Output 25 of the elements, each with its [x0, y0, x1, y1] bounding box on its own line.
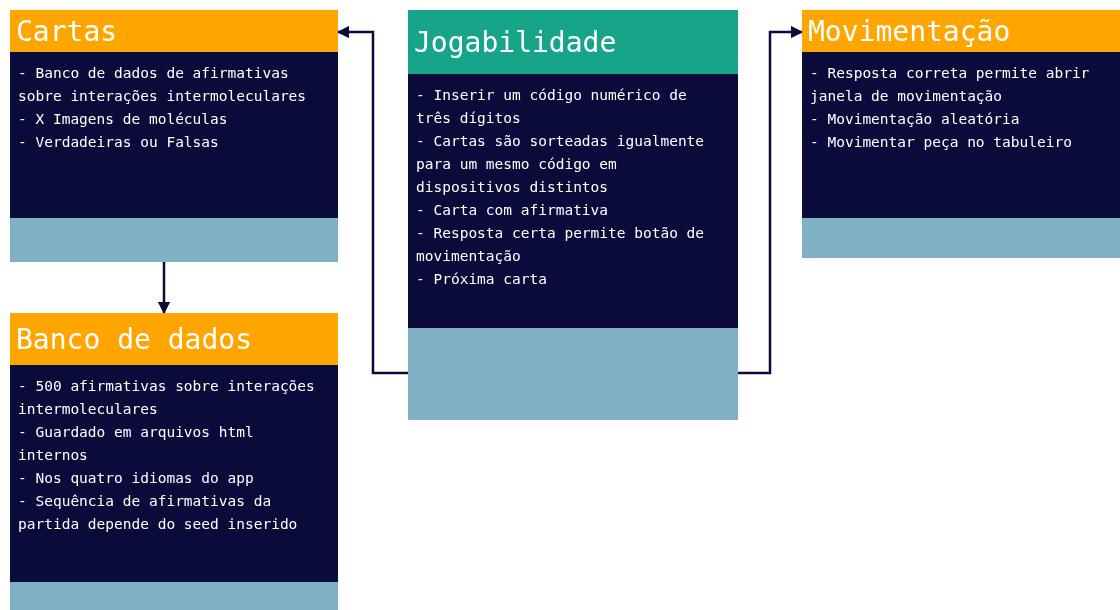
- bullet-item: - 500 afirmativas sobre interações intermoleculares: [18, 377, 316, 419]
- card: [802, 10, 1120, 258]
- card: [10, 10, 338, 262]
- card-header: Banco de dados: [10, 313, 338, 365]
- bullet-item: - Guardado em arquivos html internos: [18, 423, 255, 465]
- bullet-item: - Próxima carta: [416, 270, 548, 289]
- card-header: Cartas: [10, 10, 338, 52]
- bullet-item: - Movimentação aleatória: [810, 110, 1021, 129]
- bullet-item: - X Imagens de moléculas: [18, 110, 229, 129]
- arrow: [157, 262, 171, 315]
- arrow: [738, 25, 804, 375]
- bullet-item: - Cartas são sorteadas igualmente para um mesmo código em dispositivos distintos: [416, 132, 706, 197]
- bullet-item: - Banco de dados de afirmativas sobre interações intermoleculares: [18, 64, 308, 106]
- card: [408, 10, 738, 420]
- bullet-item: - Nos quatro idiomas do app: [18, 469, 255, 488]
- bullet-item: - Resposta correta permite abrir janela de movimentação: [810, 64, 1091, 106]
- card-header: Movimentação: [802, 10, 1120, 52]
- bullet-item: - Sequência de afirmativas da partida depende do seed inserido: [18, 492, 299, 534]
- bullet-item: - Carta com afirmativa: [416, 201, 610, 220]
- bullet-item: - Movimentar peça no tabuleiro: [810, 133, 1073, 152]
- bullet-item: - Verdadeiras ou Falsas: [18, 133, 220, 152]
- card-header: Jogabilidade: [408, 10, 738, 74]
- bullet-item: - Resposta certa permite botão de movimentação: [416, 224, 706, 266]
- card: [10, 313, 338, 610]
- bullet-item: - Inserir um código numérico de três dígitos: [416, 86, 688, 128]
